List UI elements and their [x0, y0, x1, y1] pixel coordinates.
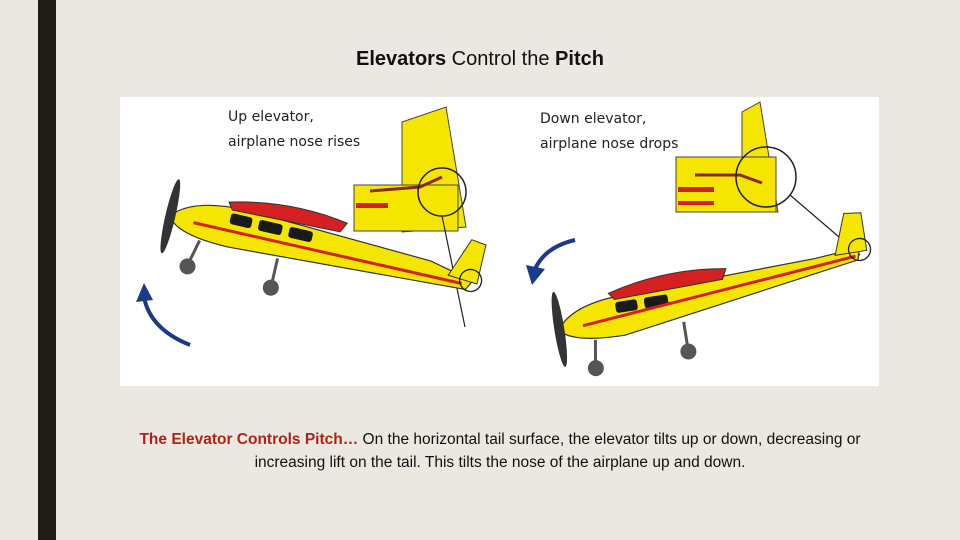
side-accent-bar: [38, 0, 56, 540]
title-part-middle: Control the: [446, 48, 556, 70]
label-down-line1: Down elevator,: [540, 111, 646, 127]
tail-zoom-up: [353, 106, 467, 328]
arrow-head-up: [136, 283, 153, 302]
slide-title: Elevators Control the Pitch: [0, 48, 960, 71]
tail-zoom-down: [675, 101, 861, 256]
title-part-elevators: Elevators: [356, 48, 447, 70]
airplane-nose-down: [551, 212, 872, 377]
rotation-arrow-down: [533, 238, 576, 270]
caption-lead: The Elevator Controls Pitch…: [139, 431, 359, 448]
label-up-line1: Up elevator,: [228, 109, 314, 125]
title-part-pitch: Pitch: [555, 48, 604, 70]
caption-body: On the horizontal tail surface, the elev…: [254, 431, 861, 471]
label-up-line2: airplane nose rises: [228, 134, 360, 150]
label-down-line2: airplane nose drops: [540, 136, 678, 152]
slide-caption: The Elevator Controls Pitch… On the hori…: [110, 428, 890, 474]
arrow-head-down: [526, 265, 545, 285]
elevator-pitch-illustration: Up elevator, airplane nose rises: [120, 97, 879, 386]
airplane-nose-up: [160, 179, 487, 296]
rotation-arrow-up: [142, 296, 191, 347]
